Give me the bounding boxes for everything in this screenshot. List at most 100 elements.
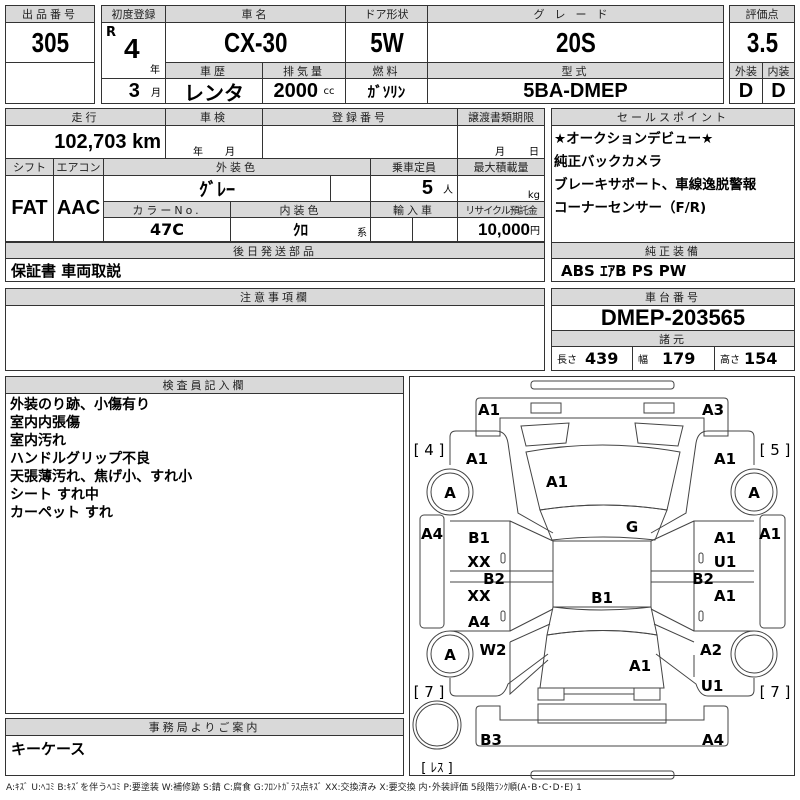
displacement: 2000 cc	[262, 78, 346, 104]
first-reg-month: 3 月	[101, 78, 166, 104]
inspector-line: ハンドルグリップ不良	[10, 451, 150, 467]
label-windshield: G	[626, 518, 638, 536]
windshield	[539, 504, 668, 541]
legend: A:ｷｽﾞ U:ﾍｺﾐ B:ｷｽﾞを伴うﾍｺﾐ P:要塗装 W:補修跡 S:錆 …	[6, 783, 582, 793]
headlight-left	[530, 402, 562, 414]
taillight-left	[537, 687, 565, 701]
ext-color: ｸﾞﾚｰ	[103, 175, 331, 202]
import-1	[370, 217, 413, 242]
label-front-bumper-right: A3	[702, 401, 724, 419]
inspection-header: 車検	[165, 108, 263, 126]
label-wheel-fl: A	[444, 484, 456, 502]
inspector-line: 室内汚れ	[10, 433, 66, 449]
label-trunk: A1	[629, 657, 651, 675]
label-door-fr: A1	[714, 529, 736, 547]
sales-point: ★オークションデビュー★	[554, 131, 714, 147]
office-note: キーケース	[5, 735, 404, 776]
year-unit: 年	[150, 65, 160, 76]
label-tire-fl: [ 4 ]	[414, 441, 445, 459]
label-door-rr: A1	[714, 587, 736, 605]
sales-points: ★オークションデビュー★ 純正バックカメラ ブレーキサポート、車線逸脱警報 コー…	[551, 125, 795, 243]
first-reg-header: 初度登録	[101, 5, 166, 23]
int-grade: D	[762, 78, 795, 104]
door-header: ドア形状	[345, 5, 428, 23]
label-hood: A1	[546, 473, 568, 491]
equipment: ABS ｴｱB PS PW	[551, 258, 795, 282]
label-quarter-rr: A2	[700, 641, 722, 659]
right-rear-quarter	[653, 623, 755, 697]
notes-body	[5, 305, 545, 371]
later-parts: 保証書 車両取説	[5, 258, 545, 282]
era: R	[106, 25, 117, 40]
inspector-line: シート すれ中	[10, 487, 99, 503]
import-2	[412, 217, 458, 242]
sales-point: ブレーキサポート、車線逸脱警報	[554, 177, 757, 193]
label-spare: [ ﾚｽ ]	[421, 761, 452, 776]
left-side	[449, 430, 554, 632]
front-bar	[530, 380, 675, 390]
right-skirt	[759, 514, 786, 629]
inspector-line: 室内内張傷	[10, 415, 80, 431]
score: 3.5	[729, 22, 795, 63]
sales-point: コーナーセンサー（F/R)	[554, 200, 707, 216]
wheel-fl	[430, 472, 470, 512]
model-code: 5BA-DMEP	[427, 78, 724, 104]
label-door-rl: XX	[467, 587, 491, 605]
int-grade-header: 内装	[762, 62, 795, 79]
label-tire-fr: [ 5 ]	[760, 441, 791, 459]
label-fender-fr: A1	[714, 450, 736, 468]
wheel-rl	[430, 634, 470, 674]
label-tire-rr: [ 7 ]	[760, 683, 791, 701]
label-fender-fl: A1	[466, 450, 488, 468]
fuel: ｶﾞｿﾘﾝ	[345, 78, 428, 104]
headlight-right	[643, 402, 675, 414]
front-bumper	[475, 397, 729, 437]
spare-tire	[415, 703, 459, 747]
label-roof: B1	[591, 589, 613, 607]
inspector-line: 外装のり跡、小傷有り	[10, 397, 150, 413]
fuel-header: 燃料	[345, 62, 428, 79]
month-unit: 月	[151, 87, 161, 99]
rear-bumper	[475, 705, 729, 747]
damage-labels: A1 A3 [ 4 ] A1 [ 5 ] A1 A1 A A A4 B1 XX …	[414, 401, 791, 776]
label-skirt-left: A4	[421, 525, 443, 543]
label-rear-bumper-left: B3	[480, 731, 502, 749]
label-pillar-right: B2	[692, 570, 714, 588]
left-rear-quarter	[449, 623, 551, 697]
sales-point: 純正バックカメラ	[554, 154, 662, 170]
label-door-fl: B1	[468, 529, 490, 547]
inspector-line: 天張薄汚れ、焦げ小、すれ小	[10, 469, 193, 485]
label-quarter-rr-2: U1	[701, 677, 724, 695]
label-quarter-rl: W2	[480, 641, 507, 659]
label-tire-rl: [ 7 ]	[414, 683, 445, 701]
label-door-fr-2: U1	[714, 553, 737, 571]
color-no: 47C	[103, 217, 231, 242]
ext-grade: D	[729, 78, 763, 104]
label-wheel-rl: A	[444, 646, 456, 664]
shift: FAT	[5, 175, 54, 242]
front-lights	[520, 422, 684, 447]
label-front-bumper-left: A1	[478, 401, 500, 419]
sales-points-header: セールスポイント	[551, 108, 795, 126]
score-header: 評価点	[729, 5, 795, 23]
inspection-date: 年月	[165, 125, 263, 159]
grade: 20S	[427, 22, 724, 63]
wheel-rr	[734, 634, 774, 674]
roof	[552, 540, 652, 608]
int-color: ｸﾛ系	[230, 217, 371, 242]
rear-bar	[530, 770, 675, 780]
lot-number: 305	[5, 22, 95, 63]
ac: AAC	[53, 175, 104, 242]
inspector-notes: 外装のり跡、小傷有り 室内内張傷 室内汚れ ハンドルグリップ不良 天張薄汚れ、焦…	[5, 393, 404, 714]
trunk	[539, 630, 665, 689]
label-wheel-fr: A	[748, 484, 760, 502]
right-side	[650, 430, 755, 632]
label-door-fl-2: XX	[467, 553, 491, 571]
year-value: 4	[124, 33, 140, 64]
